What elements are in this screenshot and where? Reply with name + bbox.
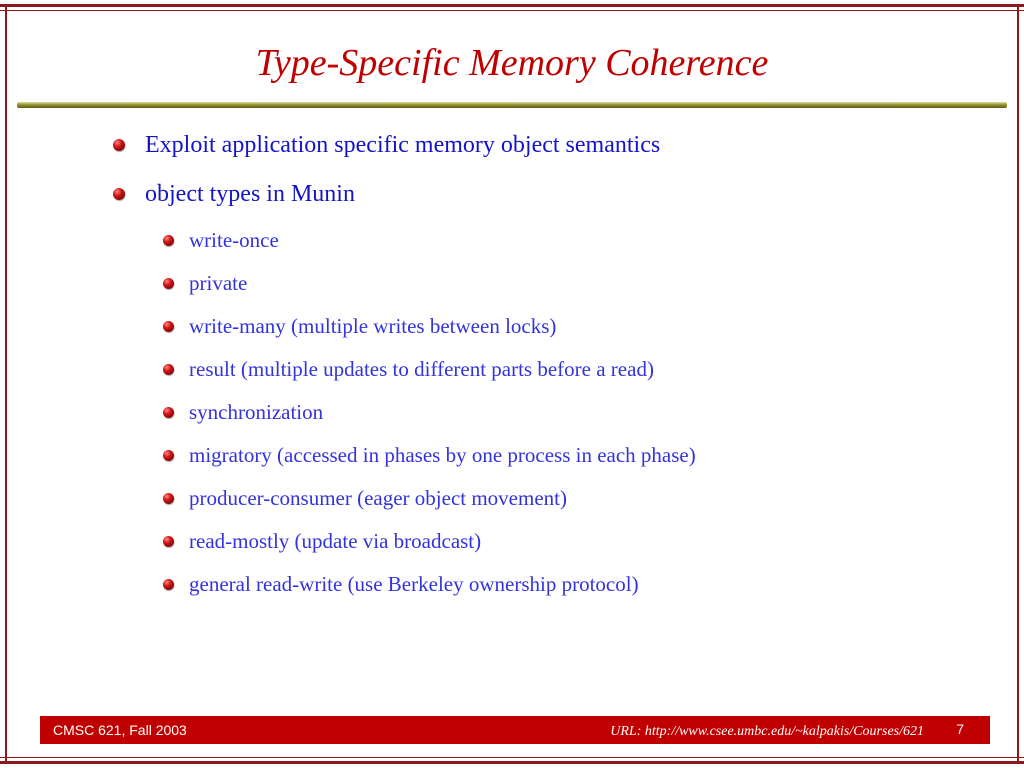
red-sphere-bullet-icon <box>163 363 174 375</box>
red-sphere-bullet-icon <box>163 449 174 461</box>
sub-bullet-text: producer-consumer (eager object movement… <box>189 485 567 510</box>
sub-bullet-item: result (multiple updates to different pa… <box>163 354 654 384</box>
frame-right <box>1017 4 1019 764</box>
red-sphere-bullet-icon <box>113 188 125 200</box>
red-sphere-bullet-icon <box>163 492 174 504</box>
sub-bullet-item: write-many (multiple writes between lock… <box>163 311 556 341</box>
bullet-item: Exploit application specific memory obje… <box>113 128 660 162</box>
frame-top-outer <box>0 4 1024 7</box>
sub-bullet-text: write-once <box>189 227 279 252</box>
frame-left <box>5 4 7 764</box>
red-sphere-bullet-icon <box>163 406 174 418</box>
slide-title: Type-Specific Memory Coherence <box>255 42 769 84</box>
sub-bullet-text: private <box>189 270 248 295</box>
sub-bullet-text: result (multiple updates to different pa… <box>189 356 654 381</box>
frame-bottom-outer <box>0 761 1024 764</box>
red-sphere-bullet-icon <box>163 535 174 547</box>
red-sphere-bullet-icon <box>113 139 125 151</box>
sub-bullet-text: read-mostly (update via broadcast) <box>189 528 482 553</box>
sub-bullet-item: write-once <box>163 225 279 255</box>
red-sphere-bullet-icon <box>163 320 174 332</box>
sub-bullet-text: general read-write (use Berkeley ownersh… <box>189 571 639 596</box>
footer-course: CMSC 621, Fall 2003 <box>53 722 187 738</box>
sub-bullet-item: general read-write (use Berkeley ownersh… <box>163 569 639 599</box>
sub-bullet-item: producer-consumer (eager object movement… <box>163 483 567 513</box>
footer-url: URL: http://www.csee.umbc.edu/~kalpakis/… <box>610 724 924 739</box>
red-sphere-bullet-icon <box>163 234 174 246</box>
sub-bullet-text: synchronization <box>189 399 324 424</box>
sub-bullet-item: migratory (accessed in phases by one pro… <box>163 440 696 470</box>
sub-bullet-text: migratory (accessed in phases by one pro… <box>189 442 696 467</box>
sub-bullet-item: synchronization <box>163 397 323 427</box>
frame-bottom-inner <box>0 757 1024 758</box>
bullet-text: Exploit application specific memory obje… <box>145 131 661 158</box>
page-number: 7 <box>956 721 964 737</box>
sub-bullet-item: read-mostly (update via broadcast) <box>163 526 481 556</box>
title-divider <box>17 102 1007 108</box>
bullet-text: object types in Munin <box>145 180 355 207</box>
bullet-item: object types in Munin <box>113 177 355 211</box>
footer-bar: CMSC 621, Fall 2003 URL: http://www.csee… <box>40 716 990 744</box>
frame-top-inner <box>0 10 1024 11</box>
sub-bullet-text: write-many (multiple writes between lock… <box>189 313 557 338</box>
red-sphere-bullet-icon <box>163 578 174 590</box>
red-sphere-bullet-icon <box>163 277 174 289</box>
sub-bullet-item: private <box>163 268 247 298</box>
